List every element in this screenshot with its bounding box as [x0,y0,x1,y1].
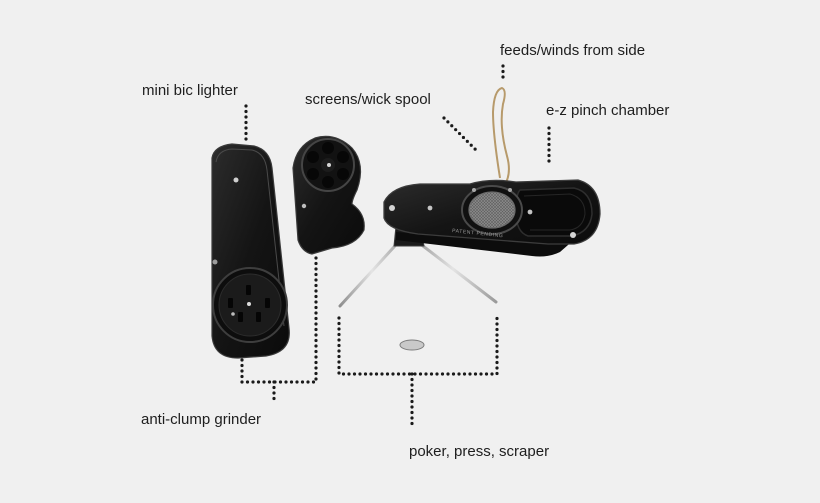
screw [427,205,433,211]
screw [301,203,307,209]
label-anti-clump-grinder: anti-clump grinder [141,411,262,428]
screw [472,188,476,192]
scraper-tool [408,234,498,304]
press-head [399,339,425,351]
screw [570,232,576,238]
chamber-body: PATENT PENDING [383,86,601,257]
tools [338,225,498,351]
wick-twine [491,86,510,187]
label-mini-bic-lighter: mini bic lighter [142,82,238,99]
patent-engraving: PATENT PENDING [452,228,504,239]
label-poker-press-scraper: poker, press, scraper [409,443,550,460]
poker-tool [338,234,406,308]
leader-screens [442,116,478,152]
screen-mesh [468,191,516,229]
screw [508,188,512,192]
label-ez-pinch-chamber: e-z pinch chamber [546,102,670,119]
leader-grinder [240,254,318,384]
grinder-lid [292,135,365,255]
screw [233,177,239,183]
leader-poker [337,316,499,376]
screw [212,259,218,265]
screw [389,205,395,211]
leader-lines [240,64,551,428]
lighter-grinder-body [211,143,290,359]
label-screens-wick-spool: screens/wick spool [305,91,431,108]
label-feeds-winds-from-side: feeds/winds from side [500,42,646,59]
screw [527,209,533,215]
grinder-well [212,267,288,343]
